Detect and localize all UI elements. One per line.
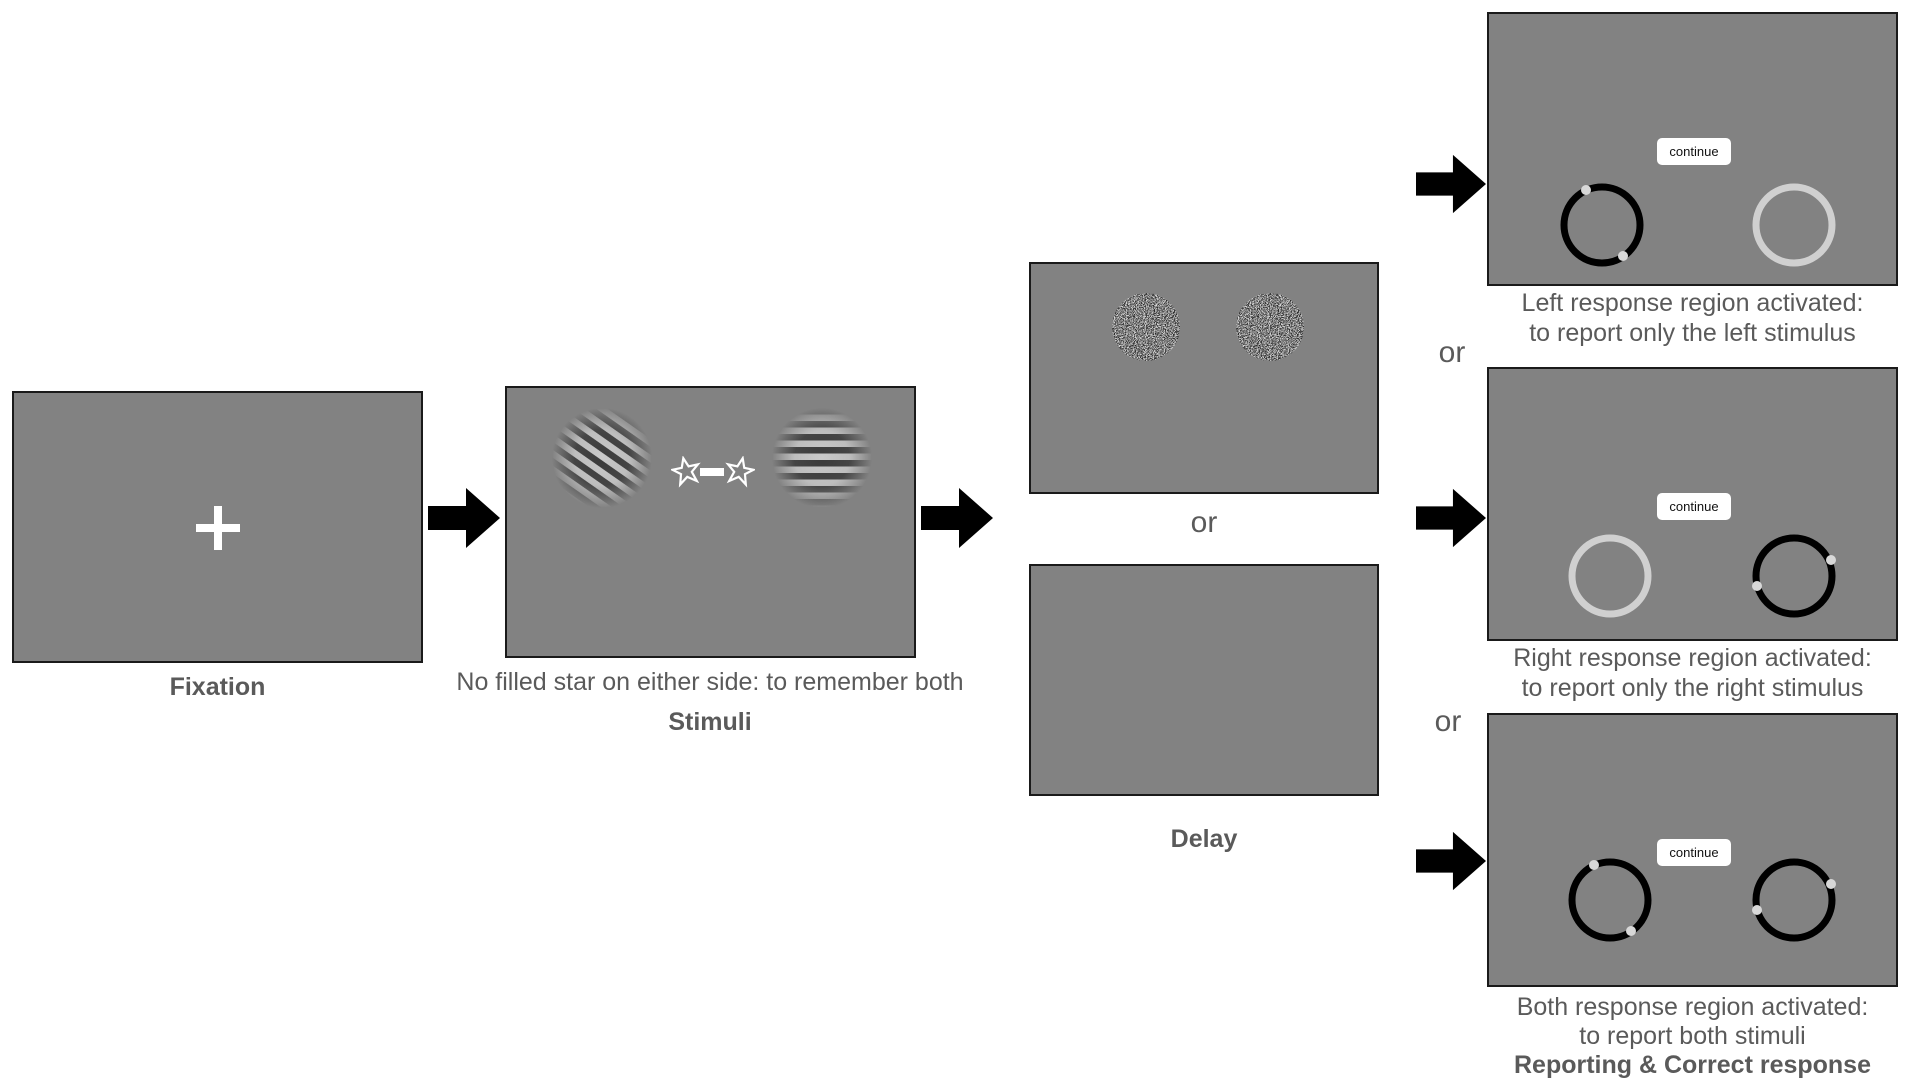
delay-label: Delay — [1170, 825, 1238, 853]
report-both-caption-line1: Both response region activated: — [1516, 993, 1869, 1021]
fixation-label: Fixation — [169, 673, 266, 701]
stimuli-screen — [505, 386, 916, 658]
report-left-screen: continue — [1487, 12, 1898, 286]
left-response-wheel-active[interactable] — [1557, 180, 1647, 270]
arrow-right-icon — [428, 488, 500, 548]
stimuli-caption: No filled star on either side: to rememb… — [456, 668, 964, 696]
left-response-wheel-active[interactable] — [1565, 855, 1655, 945]
right-noise-mask — [1236, 293, 1304, 361]
delay-or-label: or — [1190, 506, 1218, 539]
continue-button[interactable]: continue — [1657, 493, 1731, 520]
right-response-wheel-active[interactable] — [1749, 855, 1839, 945]
report-right-caption-line2: to report only the right stimulus — [1521, 674, 1864, 702]
arrow-right-icon — [1416, 154, 1486, 214]
fixation-cross — [196, 506, 240, 550]
arrow-right-icon — [1416, 488, 1486, 548]
report-right-caption-line1: Right response region activated: — [1513, 644, 1872, 672]
delay-blank-screen — [1029, 564, 1379, 796]
right-response-wheel-inactive — [1752, 183, 1836, 267]
right-gabor-stimulus — [772, 408, 872, 508]
star-cue-icon — [671, 456, 755, 488]
arrow-right-icon — [1416, 831, 1486, 891]
fixation-screen — [12, 391, 423, 663]
delay-noise-screen — [1029, 262, 1379, 494]
arrow-right-icon — [921, 488, 993, 548]
report-both-screen: continue — [1487, 713, 1898, 987]
left-response-wheel-inactive — [1568, 534, 1652, 618]
report-both-caption-line2: to report both stimuli — [1579, 1022, 1806, 1050]
report-right-screen: continue — [1487, 367, 1898, 641]
report-label: Reporting & Correct response — [1513, 1051, 1871, 1079]
report-or-label: or — [1434, 705, 1462, 738]
report-left-caption-line2: to report only the left stimulus — [1529, 319, 1856, 347]
report-left-caption-line1: Left response region activated: — [1521, 289, 1864, 317]
left-noise-mask — [1112, 293, 1180, 361]
left-gabor-stimulus — [552, 408, 652, 508]
right-response-wheel-active[interactable] — [1749, 531, 1839, 621]
stimuli-label: Stimuli — [668, 708, 752, 736]
continue-button[interactable]: continue — [1657, 839, 1731, 866]
report-or-label: or — [1438, 336, 1466, 369]
continue-button[interactable]: continue — [1657, 138, 1731, 165]
